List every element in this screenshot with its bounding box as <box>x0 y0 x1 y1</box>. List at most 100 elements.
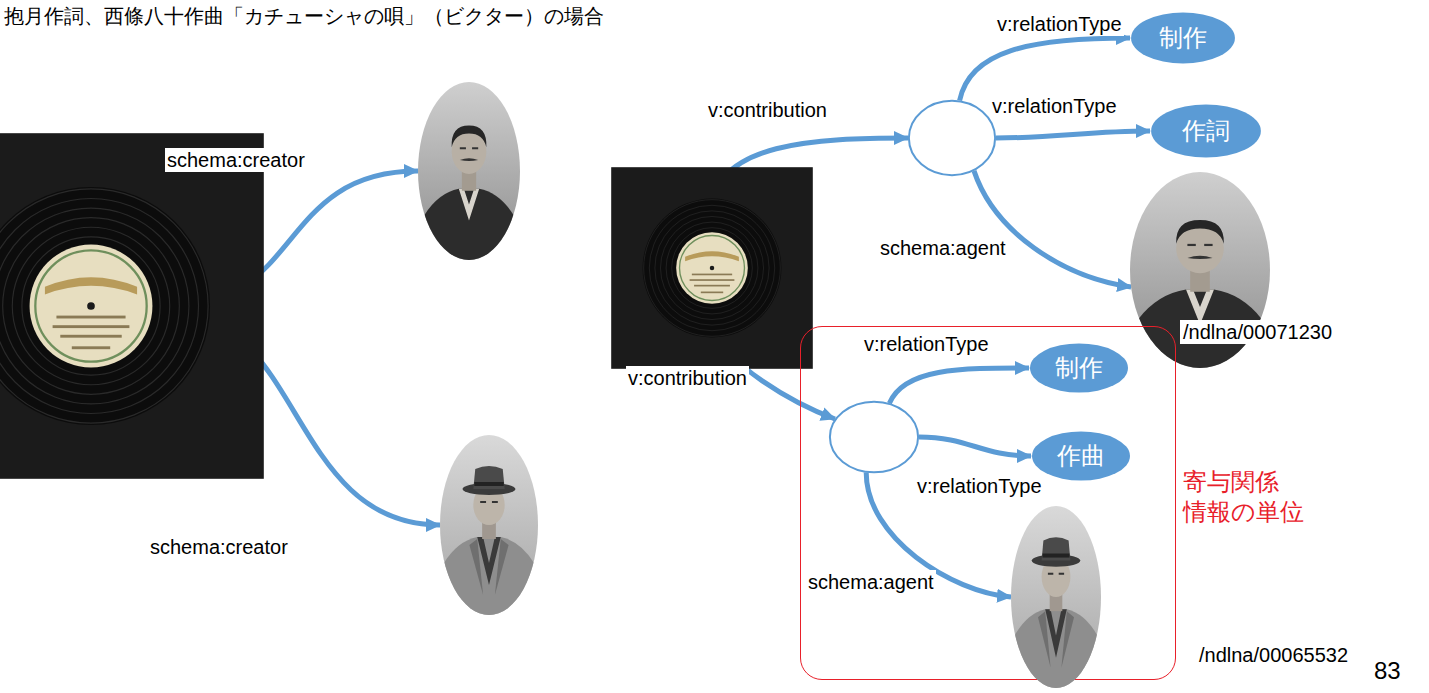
portrait-content <box>1011 506 1101 688</box>
portrait-eye <box>492 501 498 503</box>
record-hole <box>710 266 714 270</box>
record-groove <box>22 237 160 375</box>
record-label-band <box>45 277 137 294</box>
portrait-eye <box>1059 573 1064 575</box>
blank-ellipse-outline <box>909 101 995 175</box>
record-groove <box>666 222 758 314</box>
connector-arrow <box>889 368 1029 403</box>
contribution-ellipse <box>829 401 919 473</box>
blue-ellipse-outline <box>1151 105 1261 158</box>
contribution-unit-box: 寄与関係 情報の単位制作作曲/ndlna/00065532 <box>800 326 1176 680</box>
portrait-eye <box>1187 244 1195 246</box>
record-groove <box>655 211 769 325</box>
portrait-mustache <box>1187 256 1212 259</box>
record-photo <box>10 210 172 402</box>
record-label-line <box>692 274 732 276</box>
record-label-line <box>694 285 730 287</box>
record-label-line <box>56 316 125 319</box>
portrait-content <box>440 435 538 615</box>
edge-label: schema:creator <box>148 535 290 559</box>
portrait-lapel <box>495 539 509 595</box>
portrait-body <box>1011 609 1101 688</box>
edge-label: schema:creator <box>165 148 307 172</box>
authority-id: /ndlna/00071230 <box>1180 320 1335 344</box>
record-groove <box>0 198 199 413</box>
person-portrait: /ndlna/00065532 <box>1011 506 1101 688</box>
record-groove <box>0 208 189 404</box>
edge-label: schema:agent <box>878 236 1008 260</box>
record-groove <box>12 227 169 384</box>
record-groove <box>0 189 208 423</box>
portrait-eye <box>460 147 466 149</box>
edge-label: v:relationType <box>995 12 1124 36</box>
record-label-line <box>53 325 130 328</box>
connector-arrow <box>919 437 1031 456</box>
region-caption: 寄与関係 情報の単位 <box>1183 467 1308 527</box>
blank-ellipse <box>829 401 919 473</box>
relation-type-ellipse: 制作 <box>1130 12 1236 64</box>
edge-label: v:relationType <box>862 332 991 356</box>
authority-id: /ndlna/00065532 <box>1196 643 1351 667</box>
edge-label: schema:agent <box>806 570 936 594</box>
record-background <box>611 167 813 369</box>
portrait-body <box>440 537 538 615</box>
contribution-ellipse <box>908 100 996 176</box>
blue-ellipse-outline <box>1032 432 1130 481</box>
record-groove <box>3 218 180 395</box>
record-label-ring <box>35 250 146 361</box>
portrait-lapel <box>1061 611 1074 668</box>
relation-type-ellipse: 制作 <box>1029 343 1129 393</box>
portrait-hair <box>1176 220 1224 244</box>
diagram-title: 抱月作詞、西條八十作曲「カチューシャの唄」（ビクター）の場合 <box>4 3 604 29</box>
edge-label: v:relationType <box>915 474 1044 498</box>
portrait-mustache <box>460 158 478 161</box>
portrait-eye <box>1204 244 1212 246</box>
blue-ellipse-outline <box>1030 344 1128 393</box>
relation-type-text: 制作 <box>1055 356 1103 380</box>
relation-type-text: 制作 <box>1159 26 1207 50</box>
record-hole <box>87 302 95 310</box>
portrait-hat-band <box>474 482 503 486</box>
record-label-line <box>690 279 735 281</box>
portrait-lapel <box>469 539 483 595</box>
edge-label: v:contribution <box>706 98 829 122</box>
portrait-lapel <box>1038 611 1051 668</box>
connector-arrow <box>974 171 1131 287</box>
portrait-hat-crown <box>1042 537 1071 560</box>
record-disc <box>643 199 782 338</box>
record-background <box>0 133 264 479</box>
record-groove <box>649 205 774 330</box>
portrait-hat-band <box>1043 554 1070 558</box>
record-photo <box>668 212 756 324</box>
record-label-line <box>60 335 121 338</box>
portrait-photo <box>1011 506 1101 688</box>
portrait-eye <box>480 501 486 503</box>
portrait-hair <box>452 126 487 148</box>
portrait-background <box>418 82 520 260</box>
person-portrait <box>440 435 538 615</box>
portrait-collar <box>459 189 479 221</box>
record-label-line <box>72 346 110 349</box>
record-groove <box>644 200 781 337</box>
portrait-body <box>418 189 520 260</box>
connector-arrow <box>996 131 1150 138</box>
person-portrait: /ndlna/00071230 <box>1130 172 1270 368</box>
portrait-photo <box>418 82 520 260</box>
portrait-background <box>440 435 538 615</box>
record-groove <box>660 216 763 319</box>
record-image <box>668 212 756 324</box>
person-portrait <box>418 82 520 260</box>
portrait-content <box>418 82 520 260</box>
record-label <box>30 245 153 368</box>
record-image <box>10 210 172 402</box>
record-disc <box>0 187 210 425</box>
portrait-background <box>1011 506 1101 688</box>
relation-type-text: 作詞 <box>1182 119 1230 143</box>
portrait-hat-crown <box>473 466 504 489</box>
portrait-eye <box>1048 573 1053 575</box>
blank-ellipse <box>908 100 996 176</box>
edge-label: v:contribution <box>626 366 749 390</box>
relation-type-text: 作曲 <box>1057 444 1105 468</box>
connector-arrow <box>960 38 1130 101</box>
